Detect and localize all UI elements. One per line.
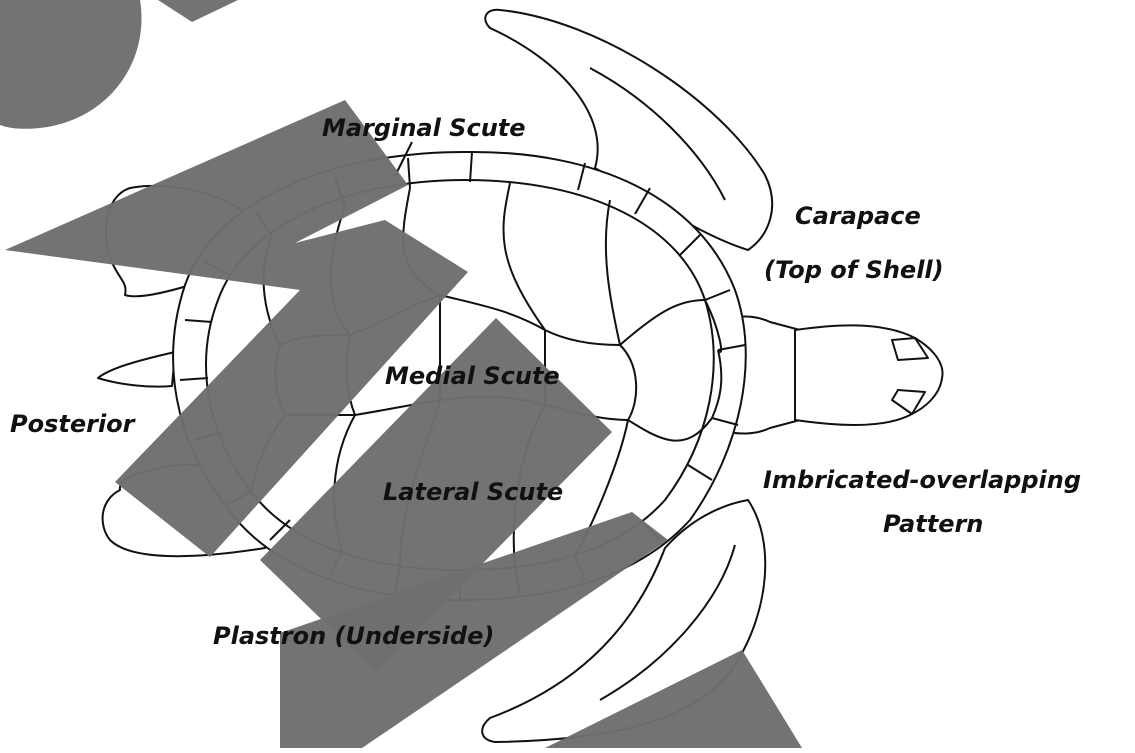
label-carapace: Carapace bbox=[795, 202, 921, 230]
label-marginal-scute: Marginal Scute bbox=[322, 114, 526, 142]
head-shape bbox=[795, 325, 943, 425]
label-posterior: Posterior bbox=[10, 410, 137, 438]
tail bbox=[98, 352, 175, 387]
head bbox=[715, 316, 943, 433]
label-imbricated: Imbricated-overlapping bbox=[763, 466, 1081, 494]
label-lateral-scute: Lateral Scute bbox=[383, 478, 563, 506]
label-carapace-subtitle: (Top of Shell) bbox=[764, 256, 944, 284]
label-imbricated-pattern: Pattern bbox=[883, 510, 983, 538]
label-medial-scute: Medial Scute bbox=[385, 362, 560, 390]
watermark-blob bbox=[0, 0, 142, 129]
watermark-shard-top bbox=[158, 0, 238, 22]
label-plastron: Plastron (Underside) bbox=[213, 622, 494, 650]
